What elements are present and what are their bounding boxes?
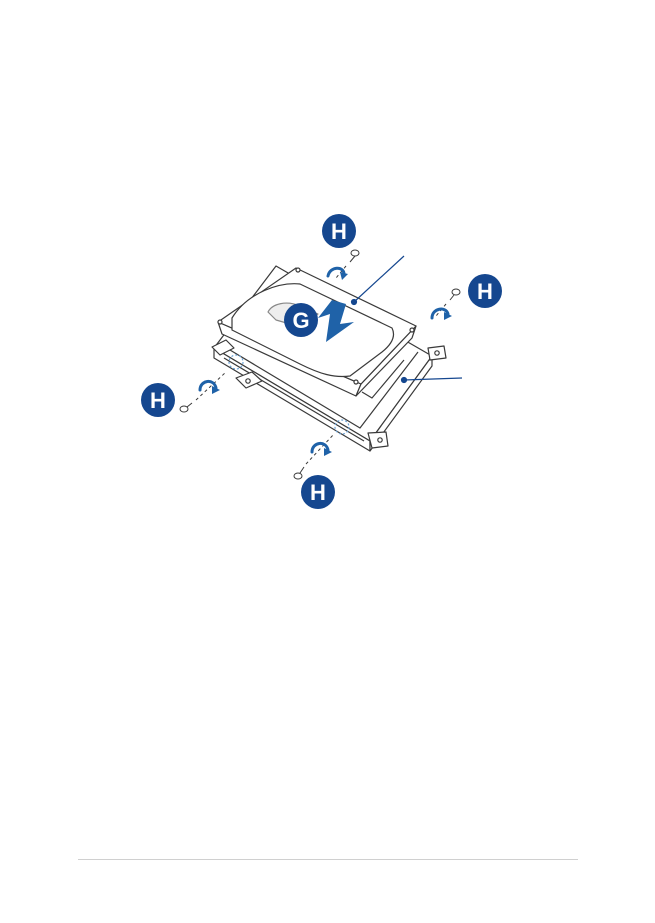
step-badge-h: H — [301, 475, 335, 509]
svg-text:H: H — [150, 388, 166, 413]
screw — [349, 249, 360, 263]
svg-text:H: H — [310, 480, 326, 505]
screw-guide-lines — [195, 265, 447, 465]
rotation-arrow-icon — [198, 380, 220, 394]
bay-callout-dot — [400, 376, 408, 384]
rotation-arrow-icon — [430, 307, 452, 320]
svg-text:G: G — [292, 308, 309, 333]
callout-lines — [350, 255, 463, 384]
rotation-arrow-icon — [326, 266, 348, 280]
rotation-arrow-icon — [310, 442, 332, 456]
insert-direction-arrow — [318, 300, 354, 342]
screw — [179, 402, 193, 413]
hdd-callout-dot — [350, 298, 358, 306]
bay-callout-line — [403, 377, 463, 381]
svg-text:H: H — [331, 219, 347, 244]
step-badge-g: G — [284, 303, 318, 337]
step-badge-h: H — [322, 214, 356, 248]
step-badge-h: H — [141, 383, 175, 417]
svg-text:H: H — [477, 279, 493, 304]
hdd-callout-line — [353, 255, 405, 303]
step-badge-h: H — [468, 274, 502, 308]
footer-divider — [78, 859, 578, 860]
screw — [449, 288, 461, 301]
screw — [293, 466, 305, 480]
